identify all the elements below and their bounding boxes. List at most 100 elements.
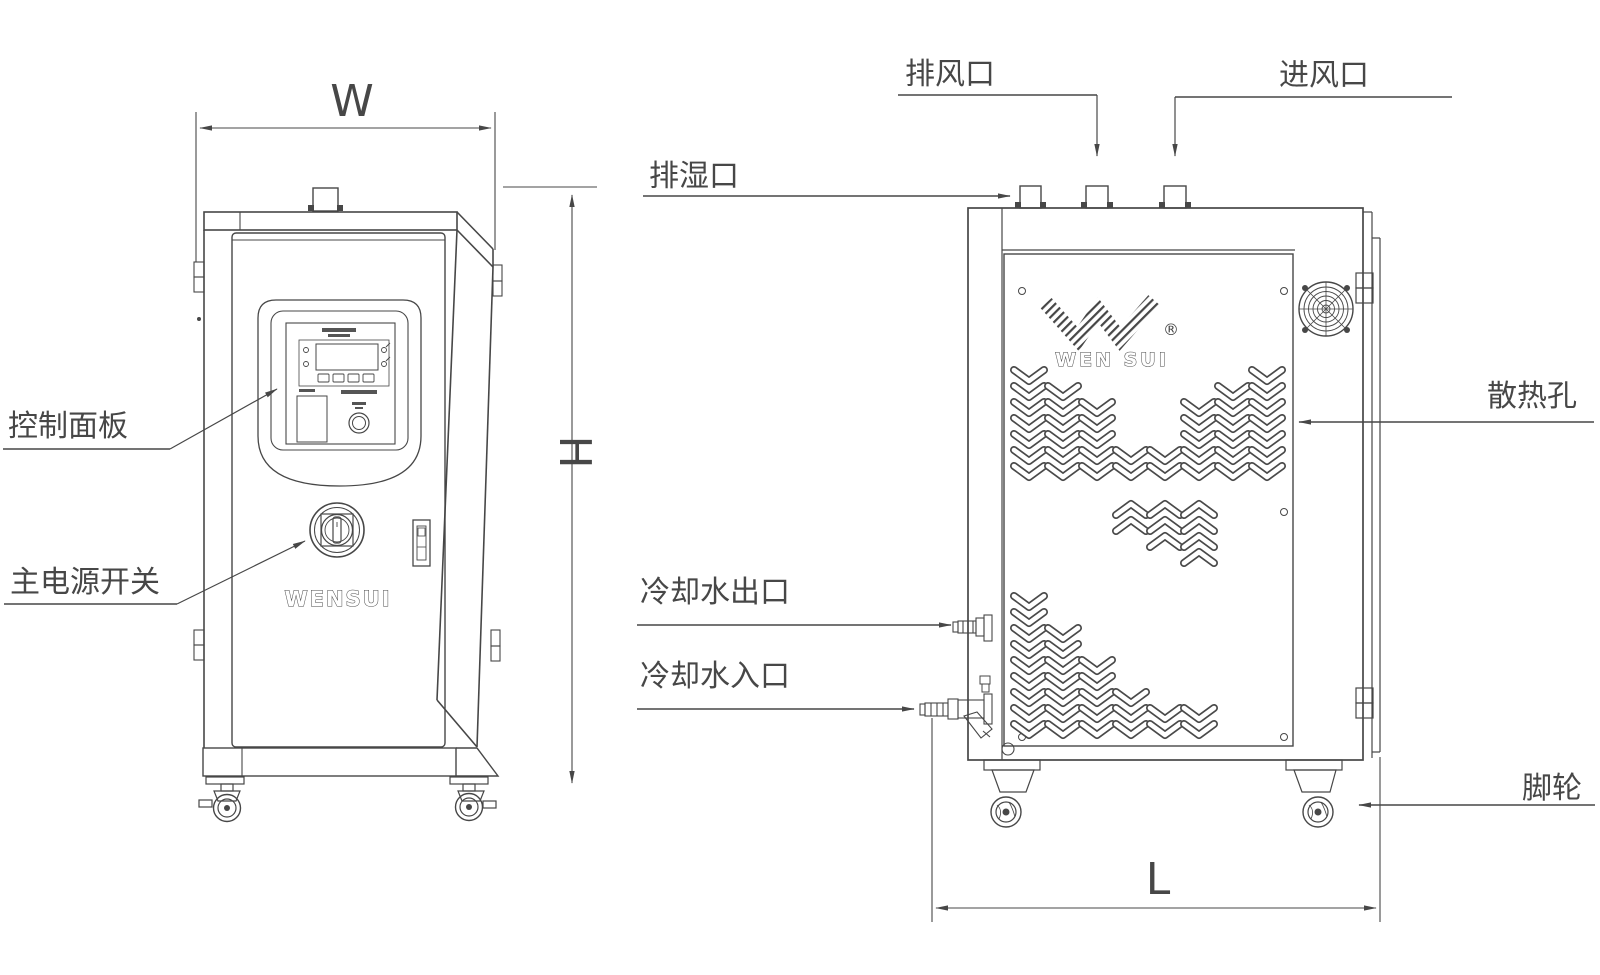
louver-chevron [1150, 536, 1180, 547]
louver-chevron [1014, 596, 1044, 607]
louver-chevron [1048, 402, 1078, 413]
louver-chevron [1014, 466, 1044, 477]
svg-text:排湿口: 排湿口 [649, 159, 739, 194]
dim-w-label: W [330, 76, 374, 127]
callout-exhaust-air-port: 排风口 [898, 57, 1100, 157]
cooling-water-inlet-fitting [919, 693, 993, 739]
panel-sticker [296, 395, 328, 443]
louver-chevron [1048, 434, 1078, 445]
cooling-water-outlet-fitting [952, 614, 993, 642]
louver-chevron [1184, 434, 1214, 445]
callout-labels: 排风口 进风口 排湿口 控制面板 主电源开关 冷却水出口 [3, 57, 1595, 808]
louver-chevron [1150, 504, 1180, 515]
side-vent-door [1003, 253, 1294, 747]
callout-heat-dissipation-holes: 散热孔 [1298, 379, 1594, 425]
louver-chevron [1014, 402, 1044, 413]
front-top-nozzle [308, 187, 343, 212]
louver-chevron [1184, 536, 1214, 547]
louver-chevron [1184, 520, 1214, 531]
louver-chevron [1116, 692, 1146, 703]
louver-chevron [1048, 450, 1078, 461]
front-caster-left [198, 776, 245, 823]
louver-chevron [1014, 434, 1044, 445]
louver-chevron [1014, 676, 1044, 687]
louver-chevron [1218, 434, 1248, 445]
louver-chevron [1048, 386, 1078, 397]
louver-chevron [1252, 418, 1282, 429]
air-inlet-nozzle [1159, 185, 1191, 209]
louver-chevron [1184, 552, 1214, 563]
louver-chevron [1184, 450, 1214, 461]
louver-chevron [1218, 466, 1248, 477]
louver-chevron [1014, 692, 1044, 703]
dimension-width: W [195, 76, 496, 262]
front-caster-right [449, 776, 497, 822]
louver-chevron [1184, 724, 1214, 735]
louver-chevron [1218, 386, 1248, 397]
side-caster-left [983, 759, 1041, 828]
louver-chevron [1184, 504, 1214, 515]
dimension-length: L [931, 718, 1381, 922]
louver-chevron [1116, 520, 1146, 531]
svg-text:主电源开关: 主电源开关 [10, 565, 160, 600]
louver-chevron [1252, 386, 1282, 397]
front-brand-logo: WENSUI [284, 587, 391, 611]
louver-chevron [1116, 724, 1146, 735]
louver-chevron [1048, 692, 1078, 703]
callout-cooling-water-outlet: 冷却水出口 [637, 575, 952, 628]
callout-air-inlet-port: 进风口 [1172, 58, 1452, 157]
louver-chevron [1048, 644, 1078, 655]
front-cabinet-body [193, 211, 503, 777]
louver-chevron [1014, 724, 1044, 735]
louver-chevron [1218, 418, 1248, 429]
svg-text:散热孔: 散热孔 [1487, 379, 1577, 414]
louver-chevron [1150, 450, 1180, 461]
louver-chevron [1116, 450, 1146, 461]
louver-chevron [1252, 370, 1282, 381]
louver-chevron [1014, 660, 1044, 671]
louver-chevron [1184, 418, 1214, 429]
louver-chevron [1014, 628, 1044, 639]
louver-chevron [1184, 402, 1214, 413]
louver-chevron [1082, 708, 1112, 719]
side-brand-text: WEN SUI [1055, 349, 1169, 371]
louver-chevron [1082, 692, 1112, 703]
front-view: WENSUI [193, 187, 503, 823]
louver-chevron [1150, 520, 1180, 531]
side-top-nozzles [1015, 185, 1191, 209]
side-brand-logo: ® WEN SUI [1040, 295, 1179, 372]
louver-chevron [1252, 450, 1282, 461]
fan-grille [1298, 281, 1354, 337]
svg-text:冷却水出口: 冷却水出口 [640, 575, 790, 610]
louver-chevron [1252, 402, 1282, 413]
louver-chevron [1082, 434, 1112, 445]
moisture-exhaust-nozzle [1015, 185, 1046, 209]
callout-main-power-switch: 主电源开关 [4, 540, 306, 605]
side-caster-right [1285, 759, 1343, 828]
callout-moisture-exhaust-port: 排湿口 [643, 159, 1011, 199]
louver-chevron [1082, 402, 1112, 413]
door-handle [412, 519, 431, 567]
dimensions: W H L [195, 76, 1381, 922]
louver-chevron [1150, 724, 1180, 735]
callout-control-panel: 控制面板 [3, 388, 278, 450]
louver-chevron [1116, 504, 1146, 515]
louver-chevron [1082, 676, 1112, 687]
svg-text:脚轮: 脚轮 [1522, 771, 1582, 806]
panel-buttons [317, 373, 375, 383]
side-cabinet-body [967, 207, 1381, 761]
louver-chevron [1218, 450, 1248, 461]
louver-chevron [1150, 466, 1180, 477]
louver-chevron [1014, 386, 1044, 397]
louver-chevron [1184, 708, 1214, 719]
louver-chevron [1014, 708, 1044, 719]
louver-chevron [1150, 708, 1180, 719]
louver-chevron [1048, 466, 1078, 477]
exhaust-air-nozzle [1081, 185, 1113, 209]
louver-chevron [1082, 418, 1112, 429]
dimension-height: H [503, 186, 600, 784]
dim-h-label: H [549, 435, 600, 468]
louver-chevron [1048, 660, 1078, 671]
